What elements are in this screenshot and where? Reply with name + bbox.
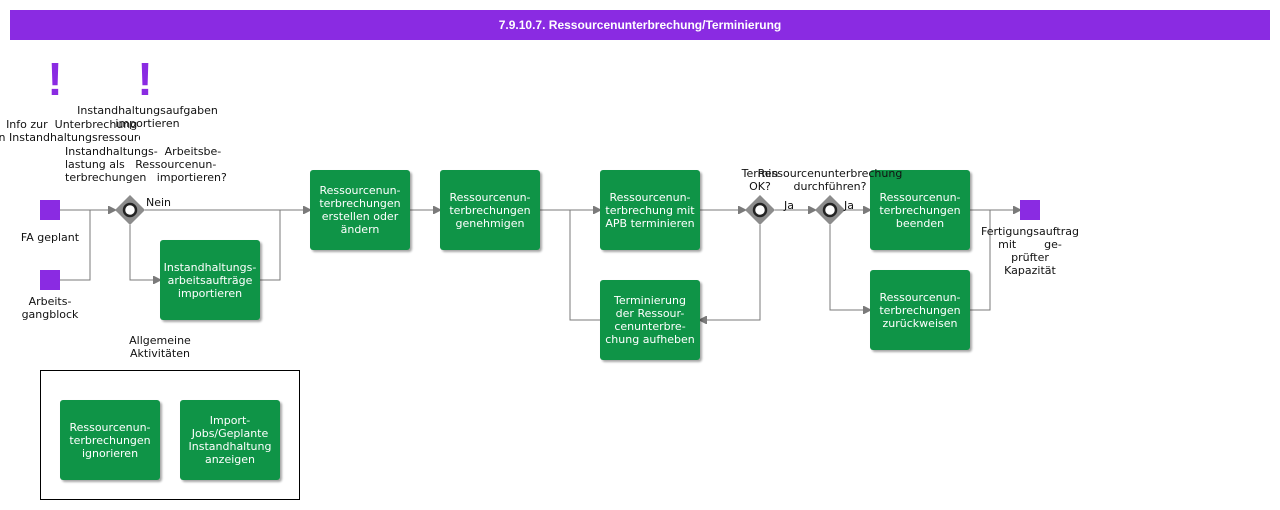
end-event-label-fertigungsauftrag: Fertigungsauftrag mit ge- prüfter Kapazi… (981, 225, 1079, 277)
gateway-unterbrechung-durchfuehren[interactable] (815, 195, 845, 225)
start-event-fa-geplant[interactable] (40, 200, 60, 220)
task-ressourcenunterbrechungen-ignorieren[interactable]: Ressourcenun- terbrechungen ignorieren (60, 400, 160, 480)
flow-gateway1-to-import (129, 225, 160, 280)
end-event-fertigungsauftrag[interactable] (1020, 200, 1040, 220)
general-activities-box (40, 370, 300, 500)
task-ressourcenunterbrechungen-zurueckweisen[interactable]: Ressourcenun- terbrechungen zurückweisen (870, 270, 970, 350)
gateway-termin-ok-question: Termin OK? (741, 167, 779, 193)
start-event-label-arbeitsgangblock: Arbeits- gangblock (21, 295, 79, 321)
task-ressourcenunterbrechungen-erstellen[interactable]: Ressourcenun- terbrechungen erstellen od… (310, 170, 410, 250)
gateway-import[interactable] (115, 195, 145, 225)
task-ressourcenunterbrechung-terminieren[interactable]: Ressourcenun- terbrechung mit APB termin… (600, 170, 700, 250)
exclamation-icon: ! (47, 53, 63, 105)
start-event-arbeitsgangblock[interactable] (40, 270, 60, 290)
flow-import-to-erstellen (260, 210, 281, 281)
task-ressourcenunterbrechungen-beenden[interactable]: Ressourcenun- terbrechungen beenden (870, 170, 970, 250)
alert-label-instandhaltungsaufgaben: Instandhaltungsaufgaben importieren (77, 104, 218, 130)
start-event-label-fa-geplant: FA geplant (20, 231, 80, 244)
gateway-termin-ok-yes-label: Ja (784, 199, 794, 212)
task-import-instandhaltungsarbeitsauftraege[interactable]: Instandhaltungs- arbeitsaufträge importi… (160, 240, 260, 320)
task-terminierung-aufheben[interactable]: Terminierung der Ressour- cenunterbre- c… (600, 280, 700, 360)
gateway-termin-ok[interactable] (745, 195, 775, 225)
gateway-import-question: Instandhaltungs- Arbeitsbe- lastung als … (65, 145, 227, 184)
diagram-title-bar: 7.9.10.7. Ressourcenunterbrechung/Termin… (10, 10, 1270, 40)
alert-label-clip-1: Info zur Unterbrechung von Instandhaltun… (0, 118, 140, 148)
task-import-jobs-anzeigen[interactable]: Import- Jobs/Geplante Instandhaltung anz… (180, 400, 280, 480)
alert-label-unterbrechung: Info zur Unterbrechung von Instandhaltun… (0, 118, 140, 144)
diagram-title: 7.9.10.7. Ressourcenunterbrechung/Termin… (498, 18, 782, 32)
gateway-unterbrechung-durchfuehren-question: Ressourcenunterbrechung durchführen? (757, 167, 903, 193)
flow-gateway3-to-zurueckweisen (829, 225, 870, 310)
flow-zurueckweisen-to-end (970, 210, 991, 311)
exclamation-icon: ! (137, 53, 153, 105)
flow-gateway2-no-to-aufheben (700, 225, 761, 320)
flow-arbeitsgang-to-gateway1 (60, 210, 91, 281)
task-ressourcenunterbrechungen-genehmigen[interactable]: Ressourcenun- terbrechungen genehmigen (440, 170, 540, 250)
gateway-import-no-label: Nein (146, 196, 172, 209)
flow-aufheben-loop (569, 210, 600, 321)
general-activities-label: Allgemeine Aktivitäten (129, 334, 191, 360)
general-label-clip: Allgemeine Aktivitäten (120, 334, 200, 367)
gateway-unterbrechung-durchfuehren-yes-label: Ja (844, 199, 854, 212)
